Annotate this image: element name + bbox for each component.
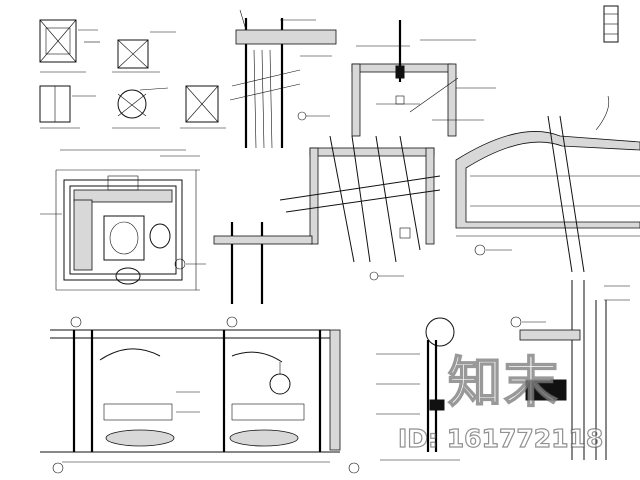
section-top-center (229, 9, 337, 149)
section-top-right (351, 20, 496, 137)
plan-view-room (40, 149, 206, 291)
detail-block-top-left (39, 19, 226, 129)
watermark-brand: 知末 (447, 350, 560, 415)
title-block-right (603, 5, 619, 43)
elevation-arch-right (455, 95, 640, 273)
watermark-id: ID: 161772118 (397, 423, 604, 453)
details-lower-right (329, 280, 630, 461)
elevation-lower-left (40, 316, 360, 474)
section-diagonal-center (213, 135, 441, 304)
